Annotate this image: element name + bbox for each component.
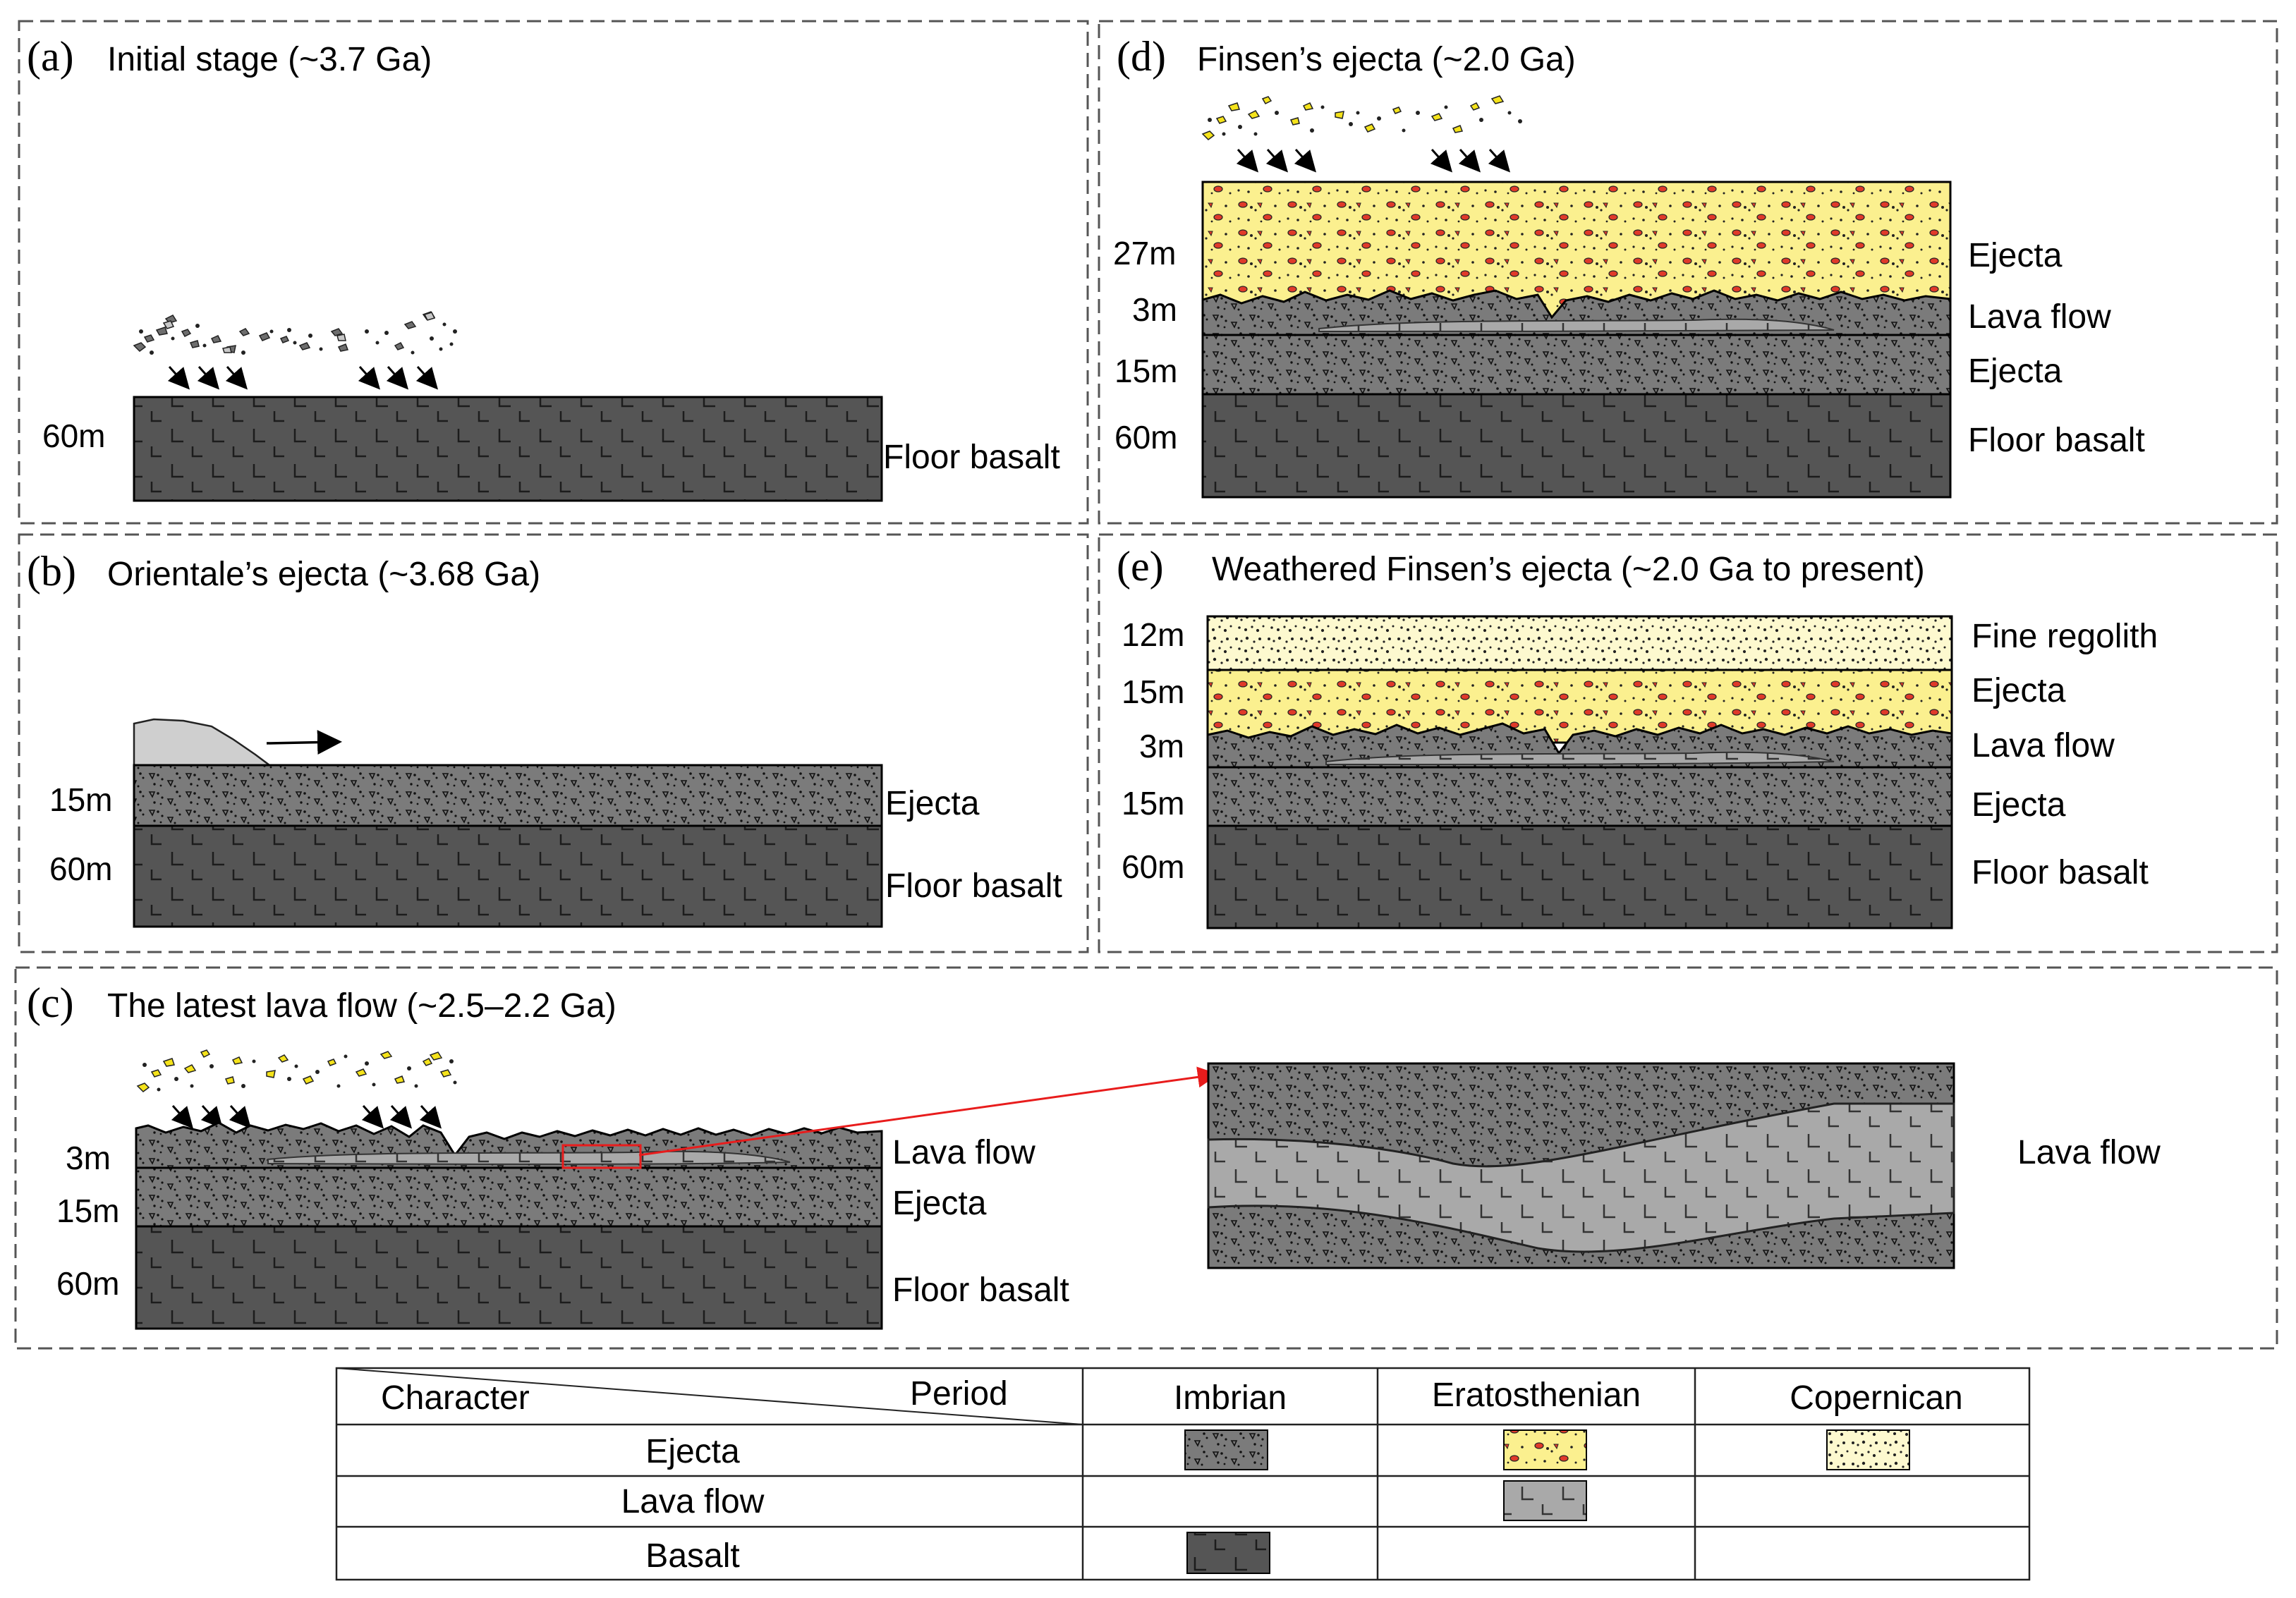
panel-d-letter: (d) [1117,33,1166,80]
impactor-fragments [1201,95,1522,140]
panel-a: (a) Initial stage (~3.7 Ga) 60m Floor ba… [27,33,1060,502]
ejecta-layer [135,1166,883,1228]
thickness-label: 3m [1132,291,1177,328]
layer-label: Fine regolith [1972,618,2158,655]
layer-label: Ejecta [1972,672,2066,709]
layer-label: Ejecta [1972,786,2066,824]
layer-label: Floor basalt [1968,422,2145,459]
panel-a-title: Initial stage (~3.7 Ga) [107,41,432,78]
panel-e-letter: (e) [1117,543,1164,590]
panel-e: (e) Weathered Finsen’s ejecta (~2.0 Ga t… [1117,543,2158,929]
panel-e-title: Weathered Finsen’s ejecta (~2.0 Ga to pr… [1212,551,1925,588]
thickness-label: 15m [1122,785,1184,822]
layer-label: Floor basalt [883,439,1060,476]
thickness-label: 3m [1139,728,1184,764]
panel-a-letter: (a) [27,33,74,80]
floor-basalt-layer [135,1225,883,1330]
legend-period: Copernican [1790,1379,1962,1417]
ejecta-layer [1201,334,1952,396]
swatch-imbrian-ejecta [1184,1429,1268,1470]
layer-label: Lava flow [1968,298,2111,336]
legend-row: Ejecta [645,1433,740,1470]
thickness-label: 27m [1113,235,1176,272]
swatch-copernican-ejecta [1826,1429,1910,1470]
floor-basalt-layer [1201,393,1952,499]
legend-character-header: Character [381,1379,530,1417]
panel-d: (d) Finsen’s ejecta (~2.0 Ga) 27m 3m 15m… [1113,33,2145,499]
ejecta-layer-finsen [1206,669,1953,744]
legend-table: Character Period Imbrian Eratosthenian C… [335,1367,2031,1581]
thickness-label: 60m [42,417,105,454]
floor-basalt-layer [1206,824,1953,929]
panel-d-frame [1098,20,2278,525]
inset-label: Lava flow [2017,1134,2161,1171]
legend-row: Lava flow [621,1483,765,1520]
panel-d-title: Finsen’s ejecta (~2.0 Ga) [1197,41,1576,78]
legend-period-header: Period [910,1375,1008,1413]
layer-label: Lava flow [892,1134,1035,1171]
panel-c-frame [14,966,2278,1350]
impact-arrows [1236,149,1510,173]
impact-arrows [167,366,438,390]
panel-b: (b) Orientale’s ejecta (~3.68 Ga) 15m 60… [27,548,1062,928]
thickness-label: 60m [1114,419,1177,456]
swatch-eratosthenian-lava [1503,1480,1587,1521]
panel-c: (c) The latest lava flow (~2.5–2.2 Ga) 3… [27,980,2161,1330]
inset-highlight-box [561,1144,642,1169]
impactor-fragments [136,1049,457,1092]
impactor-fragments [133,311,457,355]
layer-label: Ejecta [892,1185,987,1222]
lava-flow-lens [267,1150,791,1165]
panel-b-title: Orientale’s ejecta (~3.68 Ga) [107,556,540,593]
thickness-label: 60m [56,1265,119,1302]
layer-label: Floor basalt [892,1271,1069,1309]
lava-flow-lens [1325,751,1835,766]
legend-period: Imbrian [1174,1379,1287,1417]
layer-label: Ejecta [885,785,980,822]
legend-period: Eratosthenian [1432,1377,1641,1414]
panel-c-title: The latest lava flow (~2.5–2.2 Ga) [107,987,616,1025]
fine-regolith-layer [1206,615,1953,671]
thickness-label: 60m [1122,848,1184,885]
panel-b-frame [18,533,1089,953]
orientale-ejecta-flow [133,718,272,767]
panel-a-frame [18,20,1089,525]
thickness-label: 15m [56,1193,119,1229]
callout-arrow [638,1066,1219,1157]
swatch-eratosthenian-ejecta [1503,1429,1587,1470]
panel-b-letter: (b) [27,548,76,594]
floor-basalt-layer [133,396,883,502]
thickness-label: 15m [1114,353,1177,389]
header-diagonal [336,1367,1083,1425]
panel-c-letter: (c) [27,980,74,1026]
layer-label: Ejecta [1968,353,2063,390]
legend-row: Basalt [645,1537,739,1575]
impact-arrows [171,1105,442,1129]
panel-e-frame [1098,533,2278,953]
swatch-imbrian-basalt [1186,1532,1270,1574]
thickness-label: 3m [66,1140,111,1176]
thickness-label: 15m [49,781,112,818]
layer-label: Ejecta [1968,237,2063,274]
lava-flow-lens [1318,318,1835,333]
ejecta-layer [133,764,883,827]
ejecta-layer [1206,766,1953,827]
layer-label: Floor basalt [885,867,1062,905]
thickness-label: 60m [49,850,112,887]
layer-label: Lava flow [1972,727,2115,764]
flow-direction-arrow [266,730,342,755]
layer-label: Floor basalt [1972,854,2149,891]
thickness-label: 12m [1122,616,1184,653]
thickness-label: 15m [1122,673,1184,710]
lava-flow-inset [1207,1062,1955,1269]
floor-basalt-layer [133,824,883,928]
